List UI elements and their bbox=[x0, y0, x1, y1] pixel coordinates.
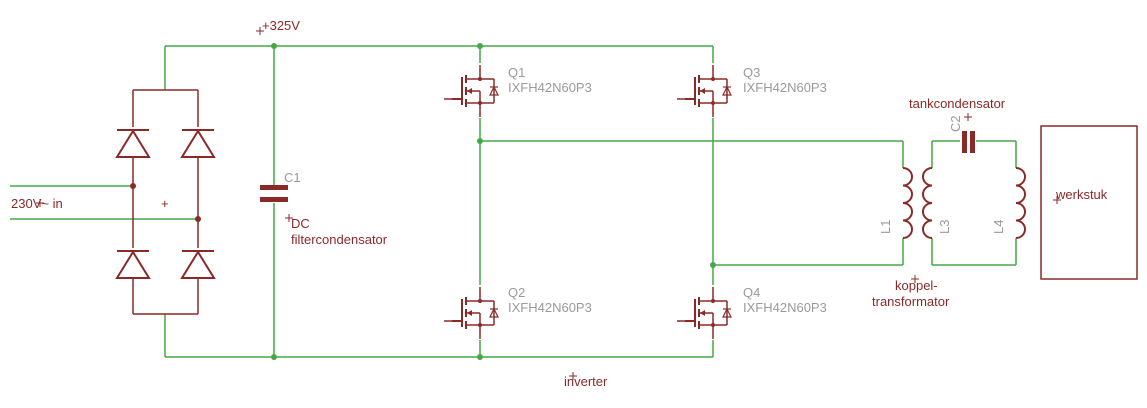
q1-value: IXFH42N60P3 bbox=[508, 80, 592, 95]
wires bbox=[10, 45, 1017, 358]
dc-label: DC bbox=[291, 216, 310, 231]
ac-input-label: 230V~ in bbox=[11, 196, 63, 211]
junctions bbox=[271, 43, 716, 360]
mosfet-q2 bbox=[451, 286, 499, 340]
tank-capacitor-label: tankcondensator bbox=[909, 96, 1006, 111]
q3-ref: Q3 bbox=[743, 65, 760, 80]
l3-ref: L3 bbox=[937, 220, 952, 234]
capacitor-c1 bbox=[260, 185, 288, 202]
inductor-l3 bbox=[922, 167, 933, 239]
origin-marks bbox=[36, 27, 1061, 380]
c2-ref: C2 bbox=[948, 115, 963, 132]
q3-value: IXFH42N60P3 bbox=[743, 80, 827, 95]
q2-ref: Q2 bbox=[508, 285, 525, 300]
inverter-label: inverter bbox=[564, 374, 608, 389]
rectifier-plus-label: + bbox=[161, 196, 169, 211]
supply-rail-label: +325V bbox=[262, 18, 300, 33]
mosfet-q3 bbox=[684, 64, 732, 118]
diode-d3 bbox=[116, 250, 150, 279]
c1-ref: C1 bbox=[284, 170, 301, 185]
mosfet-q4 bbox=[684, 286, 732, 340]
q4-value: IXFH42N60P3 bbox=[743, 300, 827, 315]
workpiece-label: werkstuk bbox=[1055, 187, 1108, 202]
mosfet-q1 bbox=[451, 64, 499, 118]
diode-d1 bbox=[116, 129, 150, 158]
bridge-rectifier bbox=[116, 89, 215, 315]
inductor-l4 bbox=[1015, 167, 1026, 239]
inductor-l1 bbox=[902, 167, 913, 239]
coupling-transformer-label-1: koppel- bbox=[895, 278, 938, 293]
q4-ref: Q4 bbox=[743, 285, 760, 300]
filter-capacitor-label: filtercondensator bbox=[291, 232, 388, 247]
l1-ref: L1 bbox=[878, 220, 893, 234]
capacitor-c2 bbox=[962, 131, 975, 153]
q2-value: IXFH42N60P3 bbox=[508, 300, 592, 315]
diode-d2 bbox=[181, 129, 215, 158]
diode-d4 bbox=[181, 250, 215, 279]
l4-ref: L4 bbox=[991, 220, 1006, 234]
workpiece-box bbox=[1040, 125, 1138, 280]
q1-ref: Q1 bbox=[508, 65, 525, 80]
coupling-transformer-label-2: transformator bbox=[872, 294, 950, 309]
